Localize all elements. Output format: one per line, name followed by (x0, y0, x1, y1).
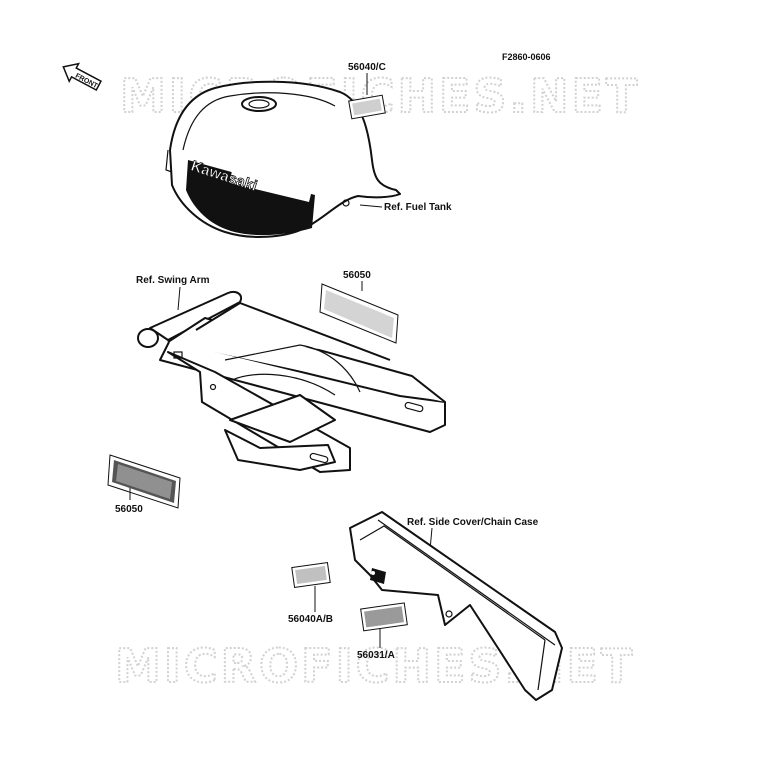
label-56040ab: 56040A/B (288, 614, 333, 625)
label-56050-bottom: 56050 (115, 504, 143, 515)
label-ref-side-cover: Ref. Side Cover/Chain Case (407, 517, 539, 528)
decal-56050-top (319, 283, 399, 344)
side-cover-chain-case (349, 511, 563, 701)
decal-56040ab (291, 562, 331, 588)
label-ref-fuel-tank: Ref. Fuel Tank (384, 202, 452, 213)
label-ref-swing-arm: Ref. Swing Arm (136, 275, 210, 286)
fuel-tank: Kawasaki (165, 80, 401, 238)
figure-code: F2860-0606 (502, 52, 551, 62)
swing-arm (137, 291, 446, 473)
label-56050-top: 56050 (343, 270, 371, 281)
front-arrow-icon: FRONT (62, 62, 102, 92)
label-56031a: 56031/A (357, 650, 395, 661)
decal-56050-bottom (107, 454, 181, 509)
decal-56031a (360, 602, 408, 632)
label-56040c: 56040/C (348, 62, 386, 73)
decal-56040c (348, 94, 386, 120)
